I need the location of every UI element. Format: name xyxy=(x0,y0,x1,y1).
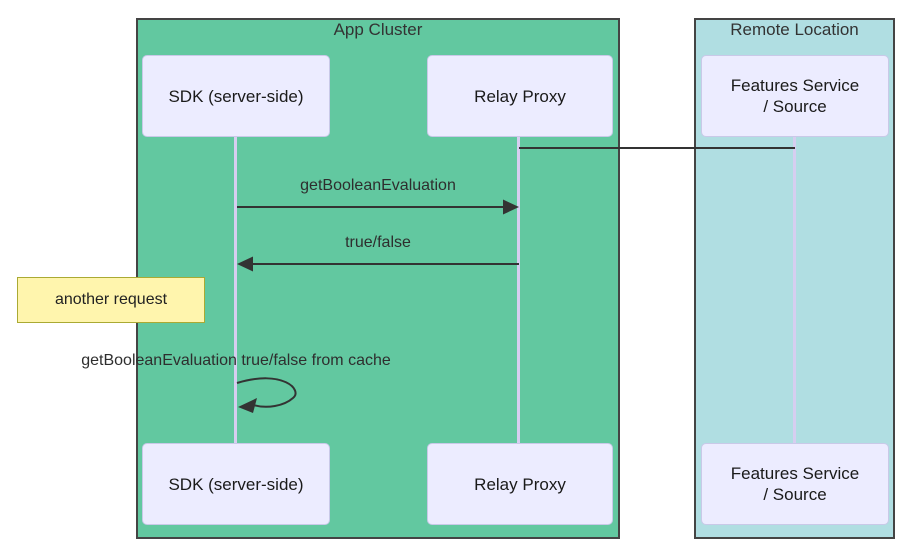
lifeline-features-service xyxy=(793,137,796,443)
message-getbooleanevaluation: getBooleanEvaluation xyxy=(300,177,456,194)
lifeline-sdk xyxy=(234,137,237,443)
message-from-cache: getBooleanEvaluation true/false from cac… xyxy=(81,352,391,369)
participant-features-bottom: Features Service / Source xyxy=(701,443,889,525)
note-label: another request xyxy=(54,291,168,308)
message-truefalse: true/false xyxy=(345,234,411,251)
participant-relay-bottom: Relay Proxy xyxy=(427,443,613,525)
participant-relay-label: Relay Proxy xyxy=(474,474,566,494)
participant-features-label-line1: Features Service xyxy=(730,76,860,95)
participant-features-label-line2: / Source xyxy=(763,97,827,116)
participant-sdk-label: SDK (server-side) xyxy=(168,86,304,106)
participant-sdk-top: SDK (server-side) xyxy=(142,55,330,137)
participant-relay-label: Relay Proxy xyxy=(474,86,566,106)
participant-sdk-label: SDK (server-side) xyxy=(168,474,304,494)
participant-features-label-line2: / Source xyxy=(763,485,827,504)
lifeline-relay-proxy xyxy=(517,137,520,443)
participant-relay-top: Relay Proxy xyxy=(427,55,613,137)
remote-location-title: Remote Location xyxy=(730,20,859,39)
note-another-request: another request xyxy=(17,277,205,323)
participant-features-top: Features Service / Source xyxy=(701,55,889,137)
participant-features-label-line1: Features Service xyxy=(730,464,860,483)
participant-sdk-bottom: SDK (server-side) xyxy=(142,443,330,525)
app-cluster-title: App Cluster xyxy=(333,20,423,39)
